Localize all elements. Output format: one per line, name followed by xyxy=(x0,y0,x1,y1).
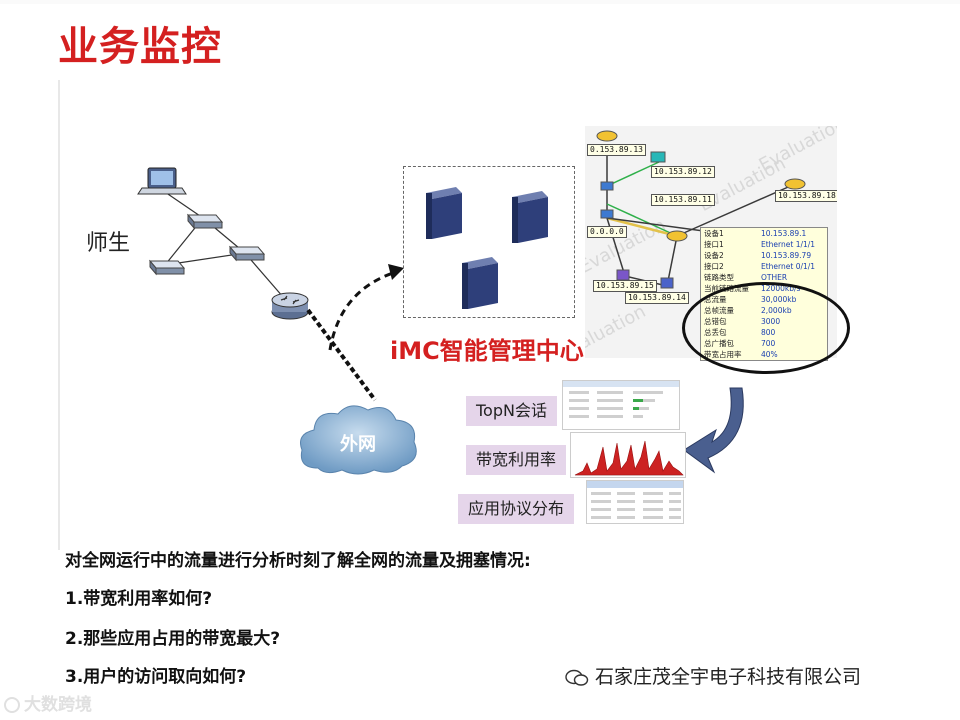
info-key: 链路类型 xyxy=(704,273,734,282)
switch-icon xyxy=(228,245,266,262)
left-divider xyxy=(58,80,60,550)
server-icon xyxy=(512,191,548,243)
info-row: 接口1 Ethernet 1/1/1 xyxy=(701,239,827,250)
topology-node-label: 10.153.89.14 xyxy=(625,292,689,304)
question-1: 1.带宽利用率如何? xyxy=(65,589,213,609)
info-key: 设备1 xyxy=(704,229,724,238)
server-box xyxy=(403,166,575,318)
server-cluster xyxy=(426,187,548,309)
watermark-logo-icon xyxy=(4,697,20,713)
question-3: 3.用户的访问取向如何? xyxy=(65,667,247,687)
actor-label: 师生 xyxy=(86,231,131,256)
info-row: 接口2 Ethernet 0/1/1 xyxy=(701,261,827,272)
slide-title: 业务监控 xyxy=(58,24,222,70)
router-to-servers-arrow xyxy=(328,270,397,351)
router-to-cloud-link xyxy=(306,308,377,402)
info-value: OTHER xyxy=(761,273,788,282)
topology-node-label: 0.153.89.13 xyxy=(587,144,646,156)
info-key: 接口1 xyxy=(704,240,724,249)
imc-label: iMC智能管理中心 xyxy=(390,337,584,365)
switch-icon xyxy=(186,213,224,230)
question-2: 2.那些应用占用的带宽最大? xyxy=(65,629,281,649)
topology-router-icon xyxy=(596,130,806,242)
info-row: 设备1 10.153.89.1 xyxy=(701,228,827,239)
arrowhead-icon xyxy=(388,264,404,280)
top-rule xyxy=(0,0,960,4)
curved-arrow xyxy=(683,387,744,474)
bandwidth-trace xyxy=(574,440,684,476)
protocol-tag: 应用协议分布 xyxy=(458,494,575,524)
laptop-icon xyxy=(137,167,187,195)
cloud-icon xyxy=(300,405,417,475)
company-credit: 石家庄茂全宇电子科技有限公司 xyxy=(565,662,861,689)
topn-tag: TopN会话 xyxy=(466,396,557,426)
intro-text: 对全网运行中的流量进行分析时刻了解全网的流量及拥塞情况: xyxy=(65,551,531,571)
info-value: Ethernet 1/1/1 xyxy=(761,240,816,249)
topology-node-label: 10.153.89.11 xyxy=(651,194,715,206)
topology-node-label: 10.153.89.12 xyxy=(651,166,715,178)
info-row: 设备2 10.153.89.79 xyxy=(701,250,827,261)
cloud-label: 外网 xyxy=(340,434,376,455)
footer-watermark-text: 大数跨境 xyxy=(24,695,92,715)
topology-node-label: 10.153.89.15 xyxy=(593,280,657,292)
info-value: Ethernet 0/1/1 xyxy=(761,262,816,271)
info-value: 10.153.89.1 xyxy=(761,229,807,238)
bandwidth-tag: 带宽利用率 xyxy=(466,445,567,475)
topology-node-label: 10.153.89.18 xyxy=(775,190,837,202)
traffic-arrows xyxy=(306,264,404,402)
campus-network-diagram xyxy=(137,167,309,320)
info-row: 链路类型 OTHER xyxy=(701,272,827,283)
wechat-icon xyxy=(565,669,589,686)
company-name: 石家庄茂全宇电子科技有限公司 xyxy=(595,666,862,688)
bandwidth-chart-thumbnail xyxy=(570,432,686,478)
switch-icon xyxy=(148,259,186,276)
info-key: 设备2 xyxy=(704,251,724,260)
server-icon xyxy=(462,257,498,309)
topology-node-label: 0.0.0.0 xyxy=(587,226,627,238)
network-links xyxy=(161,189,291,306)
server-icon xyxy=(426,187,462,239)
topn-thumbnail xyxy=(562,380,680,430)
info-key: 接口2 xyxy=(704,262,724,271)
highlight-ellipse xyxy=(682,282,850,374)
router-icon xyxy=(271,292,309,320)
protocol-table-thumbnail xyxy=(586,480,684,524)
info-value: 10.153.89.79 xyxy=(761,251,812,260)
footer-watermark: 大数跨境 xyxy=(4,690,92,715)
